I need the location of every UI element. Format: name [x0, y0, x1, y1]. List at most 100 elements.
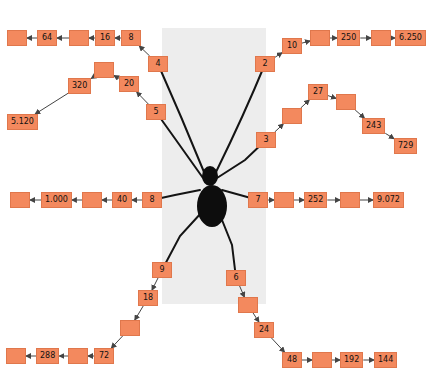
number-text: 5	[153, 108, 158, 116]
arrow-connector	[327, 200, 340, 201]
arrow-connector	[139, 46, 149, 56]
number-text: 18	[143, 294, 153, 302]
number-text: 1.000	[45, 196, 68, 204]
number-box: 3	[256, 132, 276, 148]
number-text: 6.250	[399, 34, 422, 42]
arrow-connector	[111, 336, 122, 348]
number-box	[7, 30, 27, 46]
number-box: 252	[304, 192, 327, 208]
number-box	[238, 297, 258, 313]
spider-head	[202, 166, 218, 186]
arrow-connector	[332, 360, 340, 361]
arrow-connector	[137, 92, 149, 104]
arrow-connector	[27, 38, 37, 39]
number-text: 144	[378, 356, 393, 364]
number-box	[312, 352, 332, 368]
number-box: 243	[362, 118, 385, 134]
number-box: 1.000	[41, 192, 72, 208]
number-text: 729	[398, 142, 413, 150]
number-box: 16	[95, 30, 115, 46]
arrow-connector	[253, 313, 259, 322]
number-box	[82, 192, 102, 208]
arrow-connector	[363, 360, 374, 361]
number-box	[94, 62, 114, 78]
arrow-connector	[57, 38, 69, 39]
arrow-connector	[385, 133, 394, 138]
spider-legs	[152, 64, 266, 278]
number-box: 48	[282, 352, 302, 368]
arrow-connector	[328, 96, 336, 99]
number-box: 9	[152, 262, 172, 278]
arrow-connector	[275, 53, 282, 58]
number-box: 7	[248, 192, 268, 208]
number-text: 8	[149, 196, 154, 204]
arrow-connector	[152, 278, 158, 290]
number-text: 192	[344, 356, 359, 364]
number-text: 288	[40, 352, 55, 360]
number-box: 729	[394, 138, 417, 154]
arrow-connector	[330, 38, 337, 39]
number-box: 18	[138, 290, 158, 306]
number-text: 40	[117, 196, 127, 204]
number-box	[10, 192, 30, 208]
number-box: 6	[226, 270, 246, 286]
number-box: 9.072	[373, 192, 404, 208]
number-box: 27	[308, 84, 328, 100]
number-box	[6, 348, 26, 364]
number-text: 3	[263, 136, 268, 144]
number-box	[120, 320, 140, 336]
number-text: 64	[42, 34, 52, 42]
arrow-connector	[240, 286, 245, 297]
number-text: 10	[287, 42, 297, 50]
number-box: 20	[119, 76, 139, 92]
number-text: 7	[255, 196, 260, 204]
arrow-connector	[35, 93, 68, 114]
number-box: 40	[112, 192, 132, 208]
arrow-connector	[132, 200, 142, 201]
number-text: 27	[313, 88, 323, 96]
number-text: 5.120	[11, 118, 34, 126]
number-text: 48	[287, 356, 297, 364]
number-text: 250	[341, 34, 356, 42]
number-box: 8	[142, 192, 162, 208]
number-text: 252	[308, 196, 323, 204]
arrow-connector	[135, 306, 143, 320]
number-box: 64	[37, 30, 57, 46]
number-text: 2	[262, 60, 267, 68]
number-box	[371, 30, 391, 46]
number-text: 72	[99, 352, 109, 360]
arrow-connector	[72, 200, 82, 201]
number-text: 8	[128, 34, 133, 42]
number-box: 6.250	[395, 30, 426, 46]
number-box: 72	[94, 348, 114, 364]
number-box	[69, 30, 89, 46]
arrow-connector	[360, 38, 371, 39]
number-box	[336, 94, 356, 110]
number-text: 320	[72, 82, 87, 90]
number-text: 9.072	[377, 196, 400, 204]
arrow-connector	[26, 356, 36, 357]
number-box: 144	[374, 352, 397, 368]
arrow-connector	[59, 356, 68, 357]
arrow-connector	[360, 200, 373, 201]
arrow-connector	[355, 110, 364, 118]
number-text: 24	[259, 326, 269, 334]
number-box: 8	[121, 30, 141, 46]
number-box: 24	[254, 322, 274, 338]
arrow-connector	[102, 200, 112, 201]
number-box	[310, 30, 330, 46]
number-box: 192	[340, 352, 363, 368]
number-text: 9	[159, 266, 164, 274]
number-box: 4	[148, 56, 168, 72]
number-box	[274, 192, 294, 208]
number-box: 250	[337, 30, 360, 46]
number-box: 5	[146, 104, 166, 120]
number-text: 4	[155, 60, 160, 68]
number-text: 6	[233, 274, 238, 282]
number-box: 320	[68, 78, 91, 94]
number-box: 5.120	[7, 114, 38, 130]
number-text: 20	[124, 80, 134, 88]
